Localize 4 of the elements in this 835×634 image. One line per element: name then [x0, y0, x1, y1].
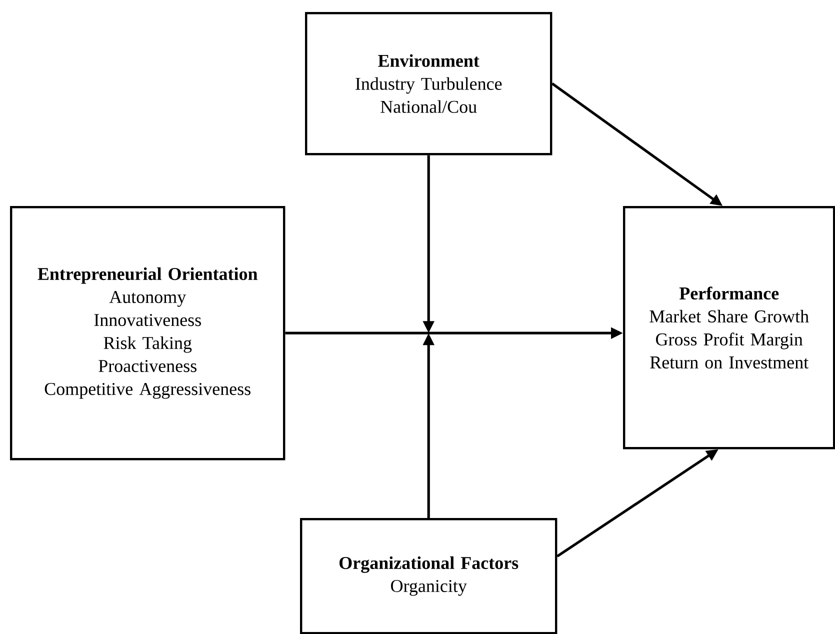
box: Organizational Factors Organicity — [300, 518, 558, 634]
box: Environment Industry Turbulence National/Cou — [305, 12, 552, 156]
box: Performance Market Share Growth Gross Profit Margin Return on Investment — [623, 206, 835, 450]
box: Entrepreneurial Orientation Autonomy Innovativeness Risk Taking Proactiveness Competitive Aggressiveness — [10, 206, 286, 460]
